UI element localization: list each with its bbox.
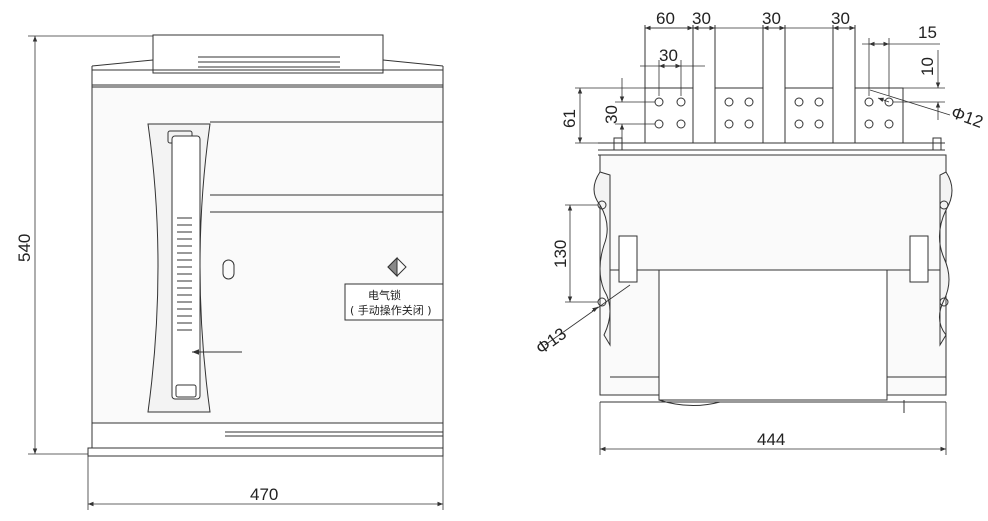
busbar-3	[784, 87, 834, 144]
front-width-label: 470	[250, 485, 278, 504]
vent-slots	[177, 217, 192, 331]
side-hole-dia-12: Φ12	[949, 103, 986, 132]
side-left-dim-61: 61	[560, 109, 579, 128]
busbar-1	[644, 87, 694, 144]
front-view	[87, 34, 444, 457]
side-right-dim-10: 10	[918, 57, 937, 76]
side-left-dim-30: 30	[602, 105, 621, 124]
side-mount-dim-130: 130	[551, 240, 570, 268]
front-height-label: 540	[15, 234, 34, 262]
knob	[222, 259, 235, 280]
side-right-dim-15: 15	[918, 23, 937, 42]
lock-label-box	[344, 283, 444, 321]
side-top-dim-30a: 30	[692, 9, 711, 28]
lock-label-line2: ( 手动操作关闭 )	[350, 303, 432, 317]
side-top-dim-30b: 30	[762, 9, 781, 28]
side-top-dim-30c: 30	[831, 9, 850, 28]
side-width-label: 444	[757, 430, 785, 449]
busbar-2	[714, 87, 764, 144]
side-top-dim-60: 60	[656, 9, 675, 28]
side-inner-dim-30: 30	[659, 46, 678, 65]
front-base	[87, 447, 444, 457]
right-bracket	[939, 171, 953, 347]
lock-label-line1: 电气锁	[368, 288, 401, 302]
central-box	[658, 269, 888, 401]
side-view	[593, 25, 953, 413]
diamond-lock-icon	[387, 256, 407, 278]
front-body	[91, 84, 444, 424]
side-dimensions	[544, 25, 951, 455]
side-mount-hole-dia-13: Φ13	[532, 324, 570, 358]
busbar-4	[854, 87, 904, 144]
left-bracket	[593, 171, 611, 347]
front-dimensions	[28, 35, 444, 510]
